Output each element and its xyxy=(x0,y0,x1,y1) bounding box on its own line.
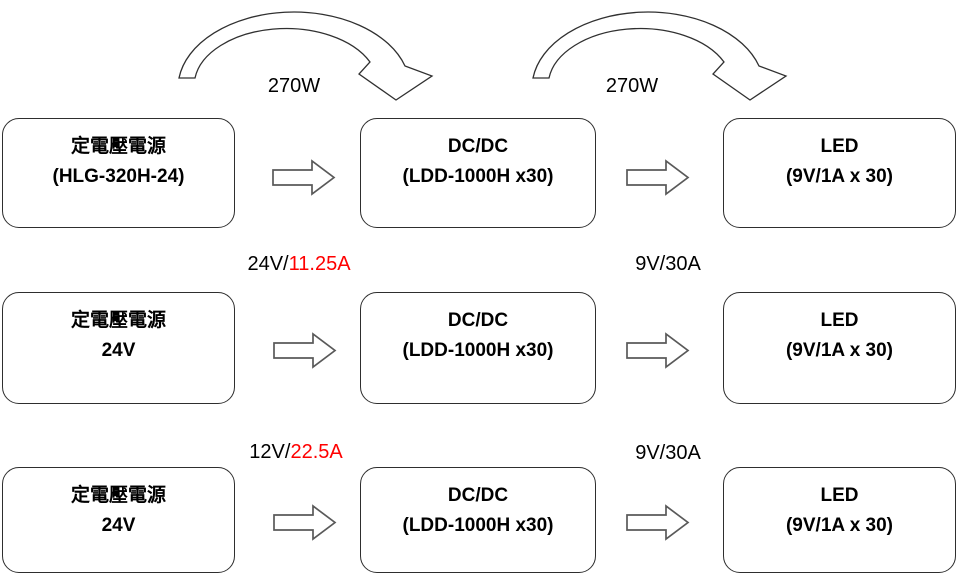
box-line1: 定電壓電源 xyxy=(70,310,166,331)
flow-right-arrow-icon xyxy=(626,159,690,196)
label-black-part: 9V/30A xyxy=(635,442,701,464)
box-line2: 24V xyxy=(101,340,136,361)
curved-loop-arrow-icon-left xyxy=(178,11,434,101)
box-dcdc-converter-row1: DC/DC (LDD-1000H x30) xyxy=(360,118,596,228)
box-line2: (LDD-1000H x30) xyxy=(402,340,554,361)
flow-right-arrow-icon xyxy=(626,332,690,369)
power-label-row1-left: 270W xyxy=(268,75,320,97)
label-black-part: 270W xyxy=(605,75,659,97)
box-line1: DC/DC xyxy=(447,136,509,157)
box-line1: DC/DC xyxy=(447,485,509,506)
box-line2: (9V/1A x 30) xyxy=(785,340,893,361)
box-line2: (LDD-1000H x30) xyxy=(402,166,554,187)
io-label-row2-right: 9V/30A xyxy=(635,253,701,275)
box-line2: (9V/1A x 30) xyxy=(785,166,893,187)
label-black-part: 24V/ xyxy=(247,253,289,275)
box-line2: (HLG-320H-24) xyxy=(52,166,185,187)
box-line1: LED xyxy=(820,310,859,331)
io-label-row3-left: 12V/22.5A xyxy=(249,441,342,463)
box-led-load-row3: LED (9V/1A x 30) xyxy=(723,467,956,573)
io-label-row3-right: 9V/30A xyxy=(635,442,701,464)
label-black-part: 9V/30A xyxy=(635,253,701,275)
label-black-part: 270W xyxy=(267,75,321,97)
box-line1: 定電壓電源 xyxy=(70,485,166,506)
box-constant-voltage-source-row2: 定電壓電源 24V xyxy=(2,292,235,404)
io-label-row2-left: 24V/11.25A xyxy=(247,253,350,275)
box-line1: 定電壓電源 xyxy=(70,136,166,157)
box-dcdc-converter-row2: DC/DC (LDD-1000H x30) xyxy=(360,292,596,404)
box-line1: DC/DC xyxy=(447,310,509,331)
box-led-load-row1: LED (9V/1A x 30) xyxy=(723,118,956,228)
flow-right-arrow-icon xyxy=(273,504,337,541)
box-line2: (9V/1A x 30) xyxy=(785,515,893,536)
box-line1: LED xyxy=(820,485,859,506)
box-led-load-row2: LED (9V/1A x 30) xyxy=(723,292,956,404)
box-dcdc-converter-row3: DC/DC (LDD-1000H x30) xyxy=(360,467,596,573)
box-line1: LED xyxy=(820,136,859,157)
box-line2: 24V xyxy=(101,515,136,536)
curved-loop-arrow-icon-right xyxy=(532,11,788,101)
power-label-row1-right: 270W xyxy=(606,75,658,97)
label-black-part: 12V/ xyxy=(249,441,291,463)
box-constant-voltage-source-row3: 定電壓電源 24V xyxy=(2,467,235,573)
box-line2: (LDD-1000H x30) xyxy=(402,515,554,536)
flow-right-arrow-icon xyxy=(273,332,337,369)
label-red-part: 11.25A xyxy=(288,253,351,275)
flow-right-arrow-icon xyxy=(272,159,336,196)
label-red-part: 22.5A xyxy=(290,441,343,463)
flow-right-arrow-icon xyxy=(626,504,690,541)
box-constant-voltage-source-row1: 定電壓電源 (HLG-320H-24) xyxy=(2,118,235,228)
